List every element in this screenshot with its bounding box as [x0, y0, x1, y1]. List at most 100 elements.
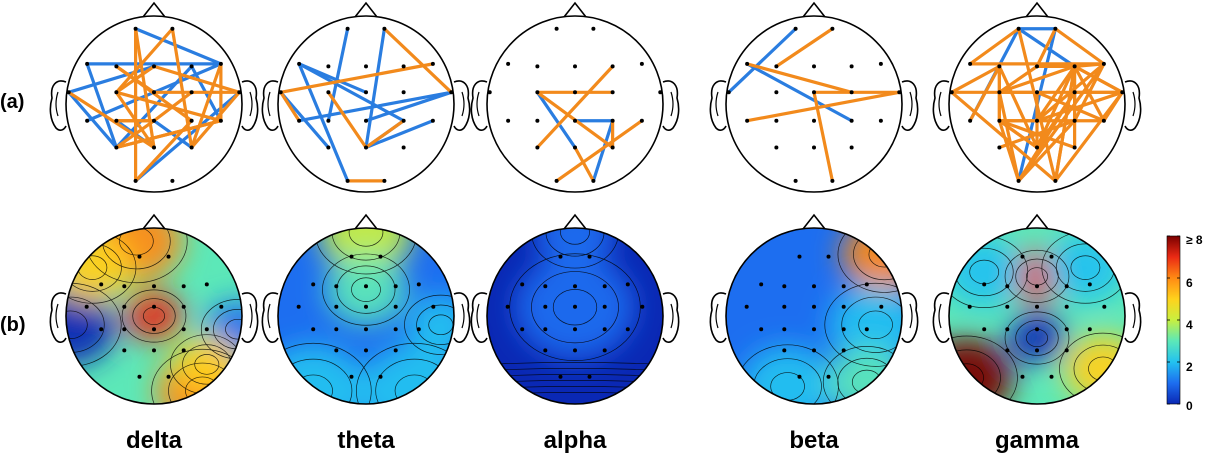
electrode-dot — [181, 348, 186, 353]
topomap-head-theta — [261, 213, 471, 405]
contour-line — [121, 289, 187, 343]
connection-line-decrease — [279, 90, 330, 150]
electrode-dot — [997, 90, 1002, 95]
row-label-b: (b) — [0, 314, 26, 336]
band-label-delta: delta — [126, 427, 183, 454]
connection-line-decrease — [85, 62, 118, 150]
contour-line — [119, 228, 154, 256]
electrode-dot — [1020, 254, 1025, 259]
electrode-dot — [170, 178, 175, 183]
right-ear-inner — [670, 91, 674, 117]
connection-line-increase — [997, 64, 1039, 94]
electrode-dot — [152, 118, 156, 123]
contour-line — [841, 296, 902, 353]
electrode-dot — [1035, 145, 1039, 150]
electrode-dot — [204, 327, 209, 332]
electrode-dot — [774, 64, 779, 69]
connection-line-increase — [968, 27, 1021, 66]
electrode-dot — [85, 61, 90, 66]
nose-outline — [802, 213, 826, 230]
connection-line-increase — [997, 64, 1077, 94]
colorbar-tick-label: 6 — [1186, 276, 1193, 290]
electrode-dot — [181, 304, 186, 309]
electrode-dot — [849, 145, 854, 150]
right-ear-inner — [461, 91, 465, 117]
electrode-dot — [189, 64, 194, 69]
left-ear-inner — [938, 91, 942, 117]
electrode-dot — [543, 284, 548, 289]
electrode-dot — [864, 282, 869, 287]
electrode-dot — [639, 118, 644, 123]
electrode-dot — [1072, 90, 1077, 95]
connection-line-increase — [774, 27, 834, 68]
electrode-dot — [219, 304, 224, 309]
electrode-dot — [487, 90, 492, 95]
left-ear-outline — [932, 80, 950, 131]
head-outline — [277, 15, 455, 193]
electrode-dot — [1072, 118, 1077, 123]
contour-line — [552, 289, 598, 326]
electrode-dot — [1049, 374, 1054, 379]
contour-line — [404, 294, 454, 355]
topomap-fill — [726, 228, 902, 404]
electrode-dot — [1035, 284, 1039, 289]
electrode-dot — [812, 118, 816, 123]
electrode-dot — [334, 284, 339, 289]
nose-outline — [1025, 1, 1049, 18]
electrode-dot — [812, 145, 816, 150]
electrode-dot — [296, 304, 301, 309]
electrode-dot — [830, 178, 835, 183]
electrode-dot — [1072, 145, 1077, 150]
left-ear-inner — [267, 91, 271, 117]
electrode-dot — [1005, 304, 1010, 309]
electrode-dot — [1072, 64, 1077, 69]
connection-line-increase — [1053, 90, 1124, 183]
electrode-dot — [841, 348, 846, 353]
electrode-dot — [573, 304, 577, 309]
nose-outline — [354, 1, 378, 18]
right-ear-outline — [241, 292, 259, 343]
contour-line — [1070, 255, 1101, 280]
electrode-dot — [967, 304, 972, 309]
left-ear-outline — [470, 80, 488, 131]
left-ear-inner — [715, 91, 719, 117]
electrode-dot — [782, 348, 787, 353]
left-ear-outline — [709, 80, 727, 131]
connection-line-decrease — [364, 119, 435, 150]
electrode-dot — [897, 90, 902, 95]
contour-line — [355, 342, 454, 404]
band-label-theta: theta — [337, 427, 395, 454]
electrode-dot — [1016, 178, 1021, 183]
electrode-dot — [382, 178, 387, 183]
contour-line — [822, 346, 902, 404]
electrode-dot — [812, 90, 816, 95]
electrode-dot — [122, 348, 127, 353]
electrode-dot — [401, 64, 406, 69]
connection-line-increase — [997, 119, 1039, 150]
connection-line-increase — [190, 62, 223, 150]
contour-line — [1015, 320, 1059, 356]
electrode-dot — [326, 64, 331, 69]
electrode-dot — [326, 145, 331, 150]
electrode-dot — [841, 304, 846, 309]
electrode-dot — [393, 327, 398, 332]
topomap-head-beta — [709, 213, 919, 405]
electrode-dot — [997, 145, 1002, 150]
electrode-dot — [1005, 327, 1010, 332]
electrode-dot — [591, 26, 596, 31]
head-outline — [277, 227, 455, 405]
connection-line-decrease — [745, 62, 854, 123]
right-ear-outline — [662, 292, 680, 343]
electrode-dot — [378, 374, 383, 379]
electrode-dot — [1035, 118, 1039, 123]
electrode-dot — [334, 304, 339, 309]
electrode-dot — [152, 64, 156, 69]
electrode-dot — [378, 254, 383, 259]
electrode-dot — [364, 145, 368, 150]
electrode-dot — [997, 64, 1002, 69]
electrode-dot — [774, 145, 779, 150]
electrode-dot — [658, 90, 663, 95]
electrode-dot — [218, 61, 223, 66]
right-ear-outline — [901, 80, 919, 131]
right-ear-inner — [249, 91, 253, 117]
